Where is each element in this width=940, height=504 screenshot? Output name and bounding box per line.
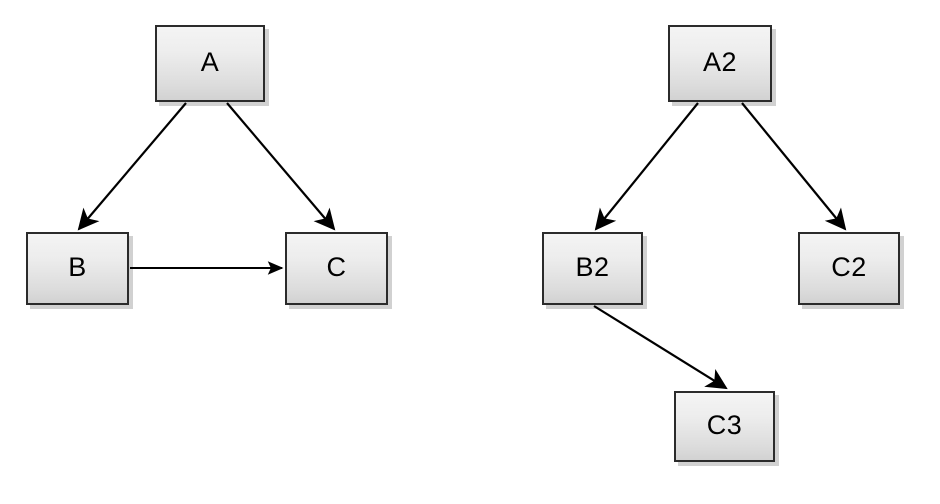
- node-label-b2: B2: [575, 252, 610, 282]
- edge-a2-to-c2: [741, 102, 847, 231]
- node-c3[interactable]: C3: [674, 391, 775, 462]
- node-a[interactable]: A: [155, 25, 265, 102]
- node-b[interactable]: B: [26, 232, 129, 305]
- edge-a-to-b: [77, 102, 187, 231]
- node-c2[interactable]: C2: [798, 232, 900, 305]
- node-c[interactable]: C: [285, 232, 388, 305]
- edge-a2-to-b2: [594, 102, 699, 231]
- node-label-b: B: [68, 252, 87, 282]
- node-b2[interactable]: B2: [542, 232, 643, 305]
- edge-b2-to-c3: [593, 305, 728, 390]
- node-a2[interactable]: A2: [668, 25, 772, 102]
- node-label-a2: A2: [702, 47, 738, 77]
- node-label-a: A: [200, 47, 220, 77]
- node-label-c2: C2: [831, 252, 867, 282]
- node-label-c3: C3: [706, 410, 743, 440]
- node-label-c: C: [326, 252, 347, 282]
- edge-a-to-c: [226, 102, 336, 231]
